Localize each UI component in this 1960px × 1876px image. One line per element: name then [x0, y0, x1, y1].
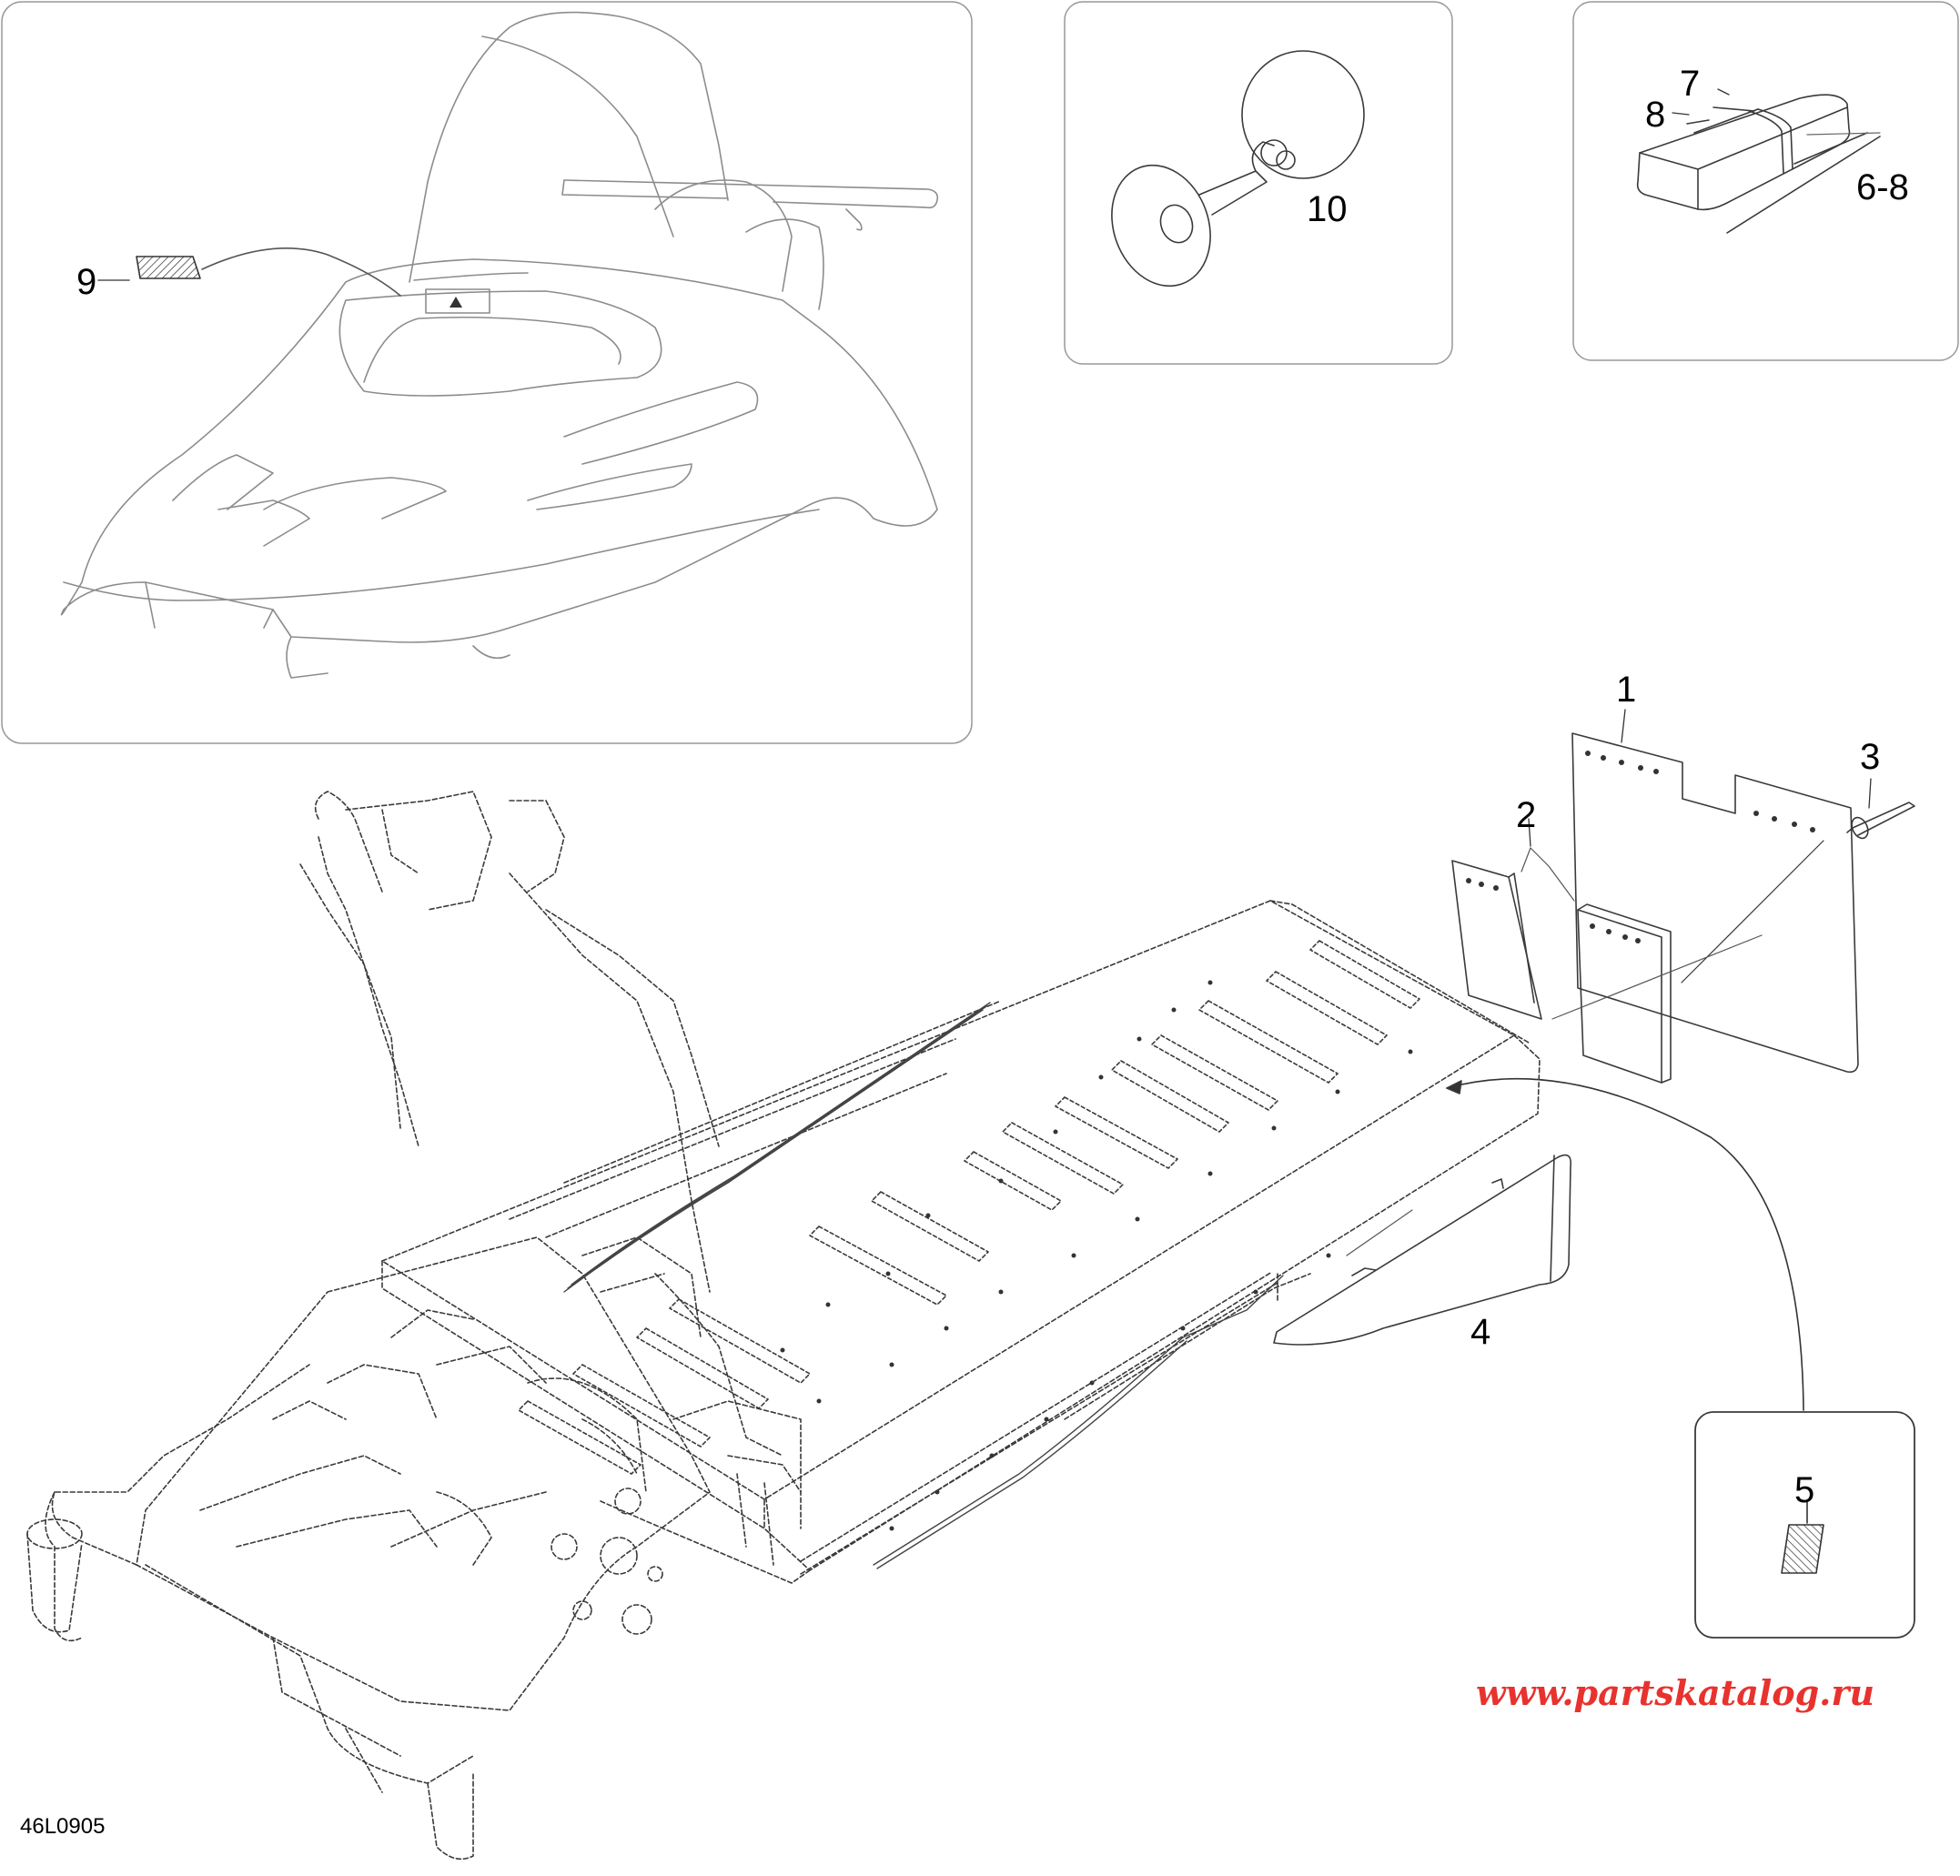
- tunnel-dots: [780, 980, 1413, 1531]
- toolkit-bag: [1636, 94, 1881, 234]
- front-frame: [26, 791, 802, 1861]
- tunnel-chassis: [381, 900, 1541, 1584]
- seat-back: [654, 179, 824, 310]
- spacer-right: [1521, 847, 1763, 1084]
- callout-4: 4: [1470, 1312, 1491, 1352]
- callout-9: 9: [76, 262, 97, 302]
- windshield: [409, 11, 729, 283]
- figure-code: 46L0905: [20, 1814, 106, 1839]
- callout-7: 7: [1680, 64, 1701, 104]
- watermark-link[interactable]: www.partskatalog.ru: [1476, 1672, 1875, 1713]
- callout-5: 5: [1794, 1470, 1815, 1510]
- toolkit-panel: [1572, 1, 1959, 361]
- callout-10: 10: [1307, 189, 1348, 229]
- horn: [1111, 50, 1365, 287]
- handlebar: [561, 179, 939, 231]
- leader-lines: [1528, 88, 1872, 847]
- snow-flap: [1571, 732, 1859, 1074]
- callout-6-8: 6-8: [1856, 167, 1909, 207]
- body-panel: [1, 1, 973, 744]
- callout-1: 1: [1616, 670, 1637, 710]
- horn-panel: [1064, 1, 1453, 365]
- vent-arrow: [425, 288, 490, 314]
- hood: [60, 258, 938, 679]
- decal-panel: [1446, 1077, 1915, 1639]
- decal-9: [97, 247, 401, 297]
- side-guard: [1273, 1154, 1572, 1346]
- spacer-left: [1451, 860, 1542, 1020]
- rivet: [1681, 802, 1915, 983]
- tunnel-slots: [518, 940, 1420, 1475]
- callout-2: 2: [1516, 795, 1537, 835]
- harness: [563, 1002, 1284, 1569]
- callout-3: 3: [1860, 737, 1881, 777]
- callout-8: 8: [1645, 95, 1666, 135]
